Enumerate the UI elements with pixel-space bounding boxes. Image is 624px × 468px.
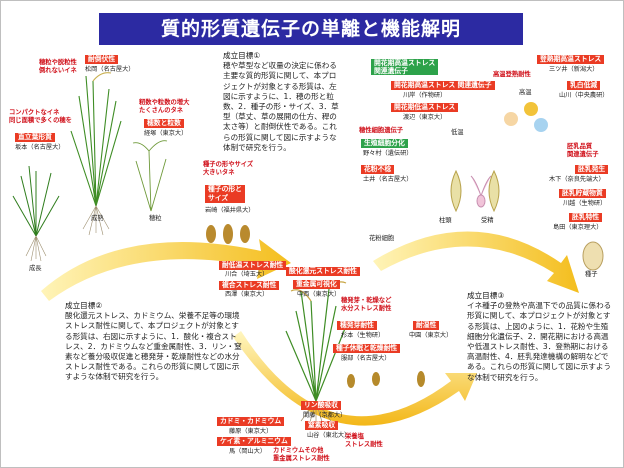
flower-inst: 土井（名古屋大） — [363, 176, 413, 183]
endo-dev-tag: 胚乳発生 — [575, 165, 609, 174]
roots-center-icon — [300, 400, 332, 430]
p-tag: リン酸吸収 — [301, 401, 341, 410]
germ-tag: 生殖細胞分化 — [361, 139, 408, 148]
plant-grains-icon — [132, 140, 168, 212]
lo-label: 低温 — [451, 129, 464, 136]
flower-sub: 花粉細胞 — [369, 235, 395, 242]
ox-tag: 酸化還元ストレス耐性 — [286, 267, 360, 276]
low-temp-tag: 耐低温ストレス耐性 — [219, 261, 287, 270]
goal-1-body: 穂や草型など収量の決定に係わる主要な質的形質に関して、本プロジェクトが対象とする… — [223, 61, 339, 152]
salt-inst: 中園（東京大） — [409, 332, 453, 339]
milk-inst: 山川（中央農研） — [559, 92, 609, 99]
goal-2-text: 成立目標② 酸化還元ストレス、カドミウム、栄養不足等の環境ストレス耐性に関して、… — [65, 301, 243, 383]
low-temp-inst: 川合（埼玉大） — [225, 271, 269, 278]
plant-erect-icon — [70, 72, 122, 207]
al-inst: 馬（岡山大） — [229, 448, 267, 455]
cd-inst: 藤原（東京大） — [229, 428, 273, 435]
plant-compact-icon — [12, 165, 60, 237]
n-inst: 山谷（東北大） — [307, 432, 351, 439]
storage-inst: 川越（生物研） — [563, 200, 607, 207]
endo-char-inst: 島田（東京理大） — [553, 224, 603, 231]
goal-3-heading: 成立目標③ — [467, 291, 505, 300]
cold-tag: 開花期低温ストレス — [391, 103, 459, 112]
drought-note: 穂発芽・乾燥など 水分ストレス耐性 — [341, 297, 392, 312]
multi-inst: 西澤（東京大） — [225, 291, 269, 298]
compact-tag: 直立葉形質 — [15, 133, 55, 142]
roots-erect-icon — [82, 205, 110, 236]
hi-label: 高温 — [519, 89, 532, 96]
seed-inst: 岩崎（福井県大） — [205, 207, 255, 214]
stage-mature: 成熟 — [91, 215, 104, 222]
heat-inst: 川岸（作物研） — [403, 92, 447, 99]
heat-tag: 開花期高温ストレス 関連遺伝子 — [371, 59, 439, 75]
endo-char-tag: 胚乳特性 — [569, 213, 603, 222]
endo-tag: 胚乳品質 関連遺伝子 — [567, 143, 599, 158]
seed-right-label: 種子 — [585, 271, 598, 278]
stage-ear: 穂粒 — [149, 215, 162, 222]
erect-inst: 松岡（名古屋大） — [85, 66, 135, 73]
germ-note: 穂性細胞遺伝子 — [359, 127, 404, 134]
compact-note: コンパクトなイネ 同じ面積で多くの穂を — [9, 109, 72, 124]
fill-tag: 登熟期高温ストレス — [537, 55, 605, 64]
plant-center-icon — [285, 281, 347, 402]
dry-tag: 種子休眠と乾燥耐性 — [333, 344, 401, 353]
drought-tag: 穂発芽耐性 — [337, 321, 377, 330]
goal-1-text: 成立目標① 穂や草型など収量の決定に係わる主要な質的形質に関して、本プロジェクト… — [223, 51, 343, 153]
pollen-hot-cold-icon — [504, 102, 548, 132]
storage-tag: 胚乳貯蔵物質 — [559, 189, 606, 198]
heavy-tag: 重金属可視化 — [293, 280, 340, 289]
arrow-bottom-curve — [233, 331, 477, 426]
goal-2-body: 酸化還元ストレス、カドミウム、栄養不足等の環境ストレス耐性に関して、本プロジェク… — [65, 311, 242, 382]
grains-tag: 穂数と粒数 — [144, 119, 184, 128]
germ-inst: 野々村（遺伝研） — [363, 150, 413, 157]
goal-2-heading: 成立目標② — [65, 301, 103, 310]
pistil-icon — [470, 175, 492, 208]
grains-note: 籾数や粒数の増大 たくさんのタネ — [139, 99, 190, 114]
salt-tag: 耐湿性 — [413, 321, 440, 330]
goal-3-text: 成立目標③ イネ種子の登熟や高温下での品質に係わる形質に関して、本プロジェクトが… — [467, 291, 615, 383]
fill-inst: 三ツ井（新潟大） — [549, 66, 599, 73]
seed-tag: 種子の形と サイズ — [205, 185, 245, 203]
flower-tag: 花粉不稔 — [361, 165, 395, 174]
heavy-inst: 中西（東京大） — [297, 291, 341, 298]
nutr-note: 栄養塩 ストレス耐性 — [345, 433, 383, 448]
stage-growth: 成長 — [29, 265, 42, 272]
compact-inst: 坂本（名古屋大） — [15, 144, 65, 151]
milk-tag: 乳白低減 — [567, 81, 601, 90]
erect-note: 穂粒や脱粒性 倒れないイネ — [39, 59, 77, 74]
goal-3-body: イネ種子の登熟や高温下での品質に係わる形質に関して、本プロジェクトが対象とする形… — [467, 301, 612, 382]
cd-note: カドミウムその他 重金属ストレス耐性 — [273, 447, 330, 462]
seed-icons-bottom — [347, 371, 425, 388]
al-tag: ケイ素・アルミニウム — [217, 437, 291, 446]
seed-icons — [206, 224, 250, 244]
multi-tag: 複合ストレス耐性 — [219, 281, 280, 290]
drought-inst: 杉本（生物研） — [341, 332, 385, 339]
cold-inst: 渡辺（東京大） — [403, 114, 447, 121]
p-inst: 間藤（京都大） — [303, 412, 347, 419]
n-tag: 窒素吸収 — [305, 421, 339, 430]
erect-tag: 耐倒伏性 — [85, 55, 119, 64]
grains-inst: 経塚（東京大） — [144, 130, 188, 137]
arrow-right-curve — [373, 231, 579, 293]
dry-inst: 服部（名古屋大） — [341, 355, 391, 362]
goal-1-heading: 成立目標① — [223, 51, 261, 60]
flower-icon — [450, 169, 500, 213]
seed-label: 受精 — [481, 217, 494, 224]
fill-note: 高温登熟耐性 — [493, 71, 531, 78]
heat-tag2: 開花期高温ストレス 関連遺伝子 — [391, 81, 495, 90]
arrow-left-curve — [41, 239, 291, 301]
seed-icon-right — [582, 241, 604, 271]
page-title: 質的形質遺伝子の単離と機能解明 — [99, 13, 523, 45]
pollen-label: 柱頭 — [439, 217, 452, 224]
cd-tag: カドミ・カドミウム — [217, 417, 285, 426]
roots-compact-icon — [25, 235, 47, 262]
endo-dev-inst: 木下（奈良先端大） — [549, 176, 605, 183]
seed-note: 種子の形やサイズ 大きいタネ — [203, 161, 254, 176]
